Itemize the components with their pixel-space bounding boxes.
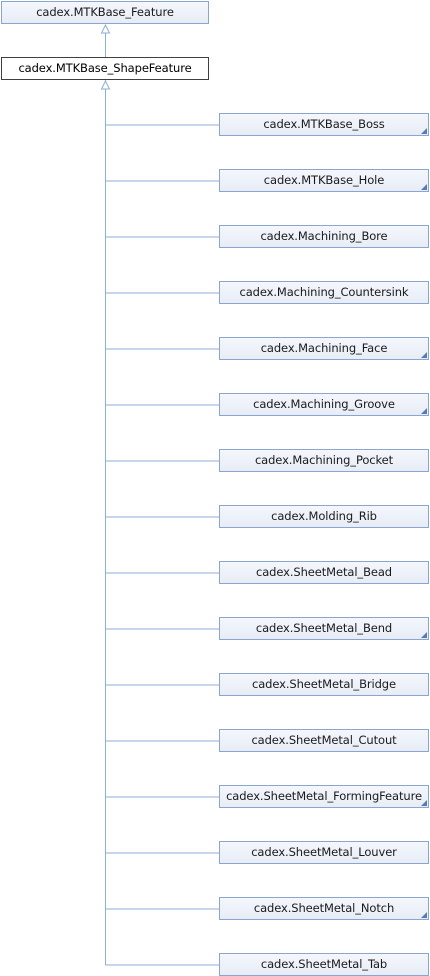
derived-class-node[interactable]: cadex.MTKBase_Hole xyxy=(219,169,429,192)
derived-class-node[interactable]: cadex.SheetMetal_Bead xyxy=(219,561,429,584)
base-class-node[interactable]: cadex.MTKBase_Feature xyxy=(1,1,209,24)
derived-class-node[interactable]: cadex.SheetMetal_Notch xyxy=(219,897,429,920)
base-inheritance-arrowhead xyxy=(100,23,111,34)
derived-class-node[interactable]: cadex.Machining_Countersink xyxy=(219,281,429,304)
derived-class-node[interactable]: cadex.SheetMetal_Bridge xyxy=(219,673,429,696)
inheritance-arrowhead xyxy=(100,79,111,90)
derived-class-node[interactable]: cadex.Machining_Face xyxy=(219,337,429,360)
derived-class-node[interactable]: cadex.Machining_Groove xyxy=(219,393,429,416)
derived-class-node[interactable]: cadex.Machining_Pocket xyxy=(219,449,429,472)
derived-class-node[interactable]: cadex.SheetMetal_Tab xyxy=(219,953,429,976)
derived-class-node[interactable]: cadex.Molding_Rib xyxy=(219,505,429,528)
derived-class-node[interactable]: cadex.SheetMetal_Cutout xyxy=(219,729,429,752)
derived-class-node[interactable]: cadex.MTKBase_Boss xyxy=(219,113,429,136)
derived-class-node[interactable]: cadex.SheetMetal_Louver xyxy=(219,841,429,864)
derived-class-node[interactable]: cadex.SheetMetal_FormingFeature xyxy=(219,785,429,808)
derived-class-node[interactable]: cadex.Machining_Bore xyxy=(219,225,429,248)
derived-class-node[interactable]: cadex.SheetMetal_Bend xyxy=(219,617,429,640)
current-class-node: cadex.MTKBase_ShapeFeature xyxy=(1,57,209,80)
